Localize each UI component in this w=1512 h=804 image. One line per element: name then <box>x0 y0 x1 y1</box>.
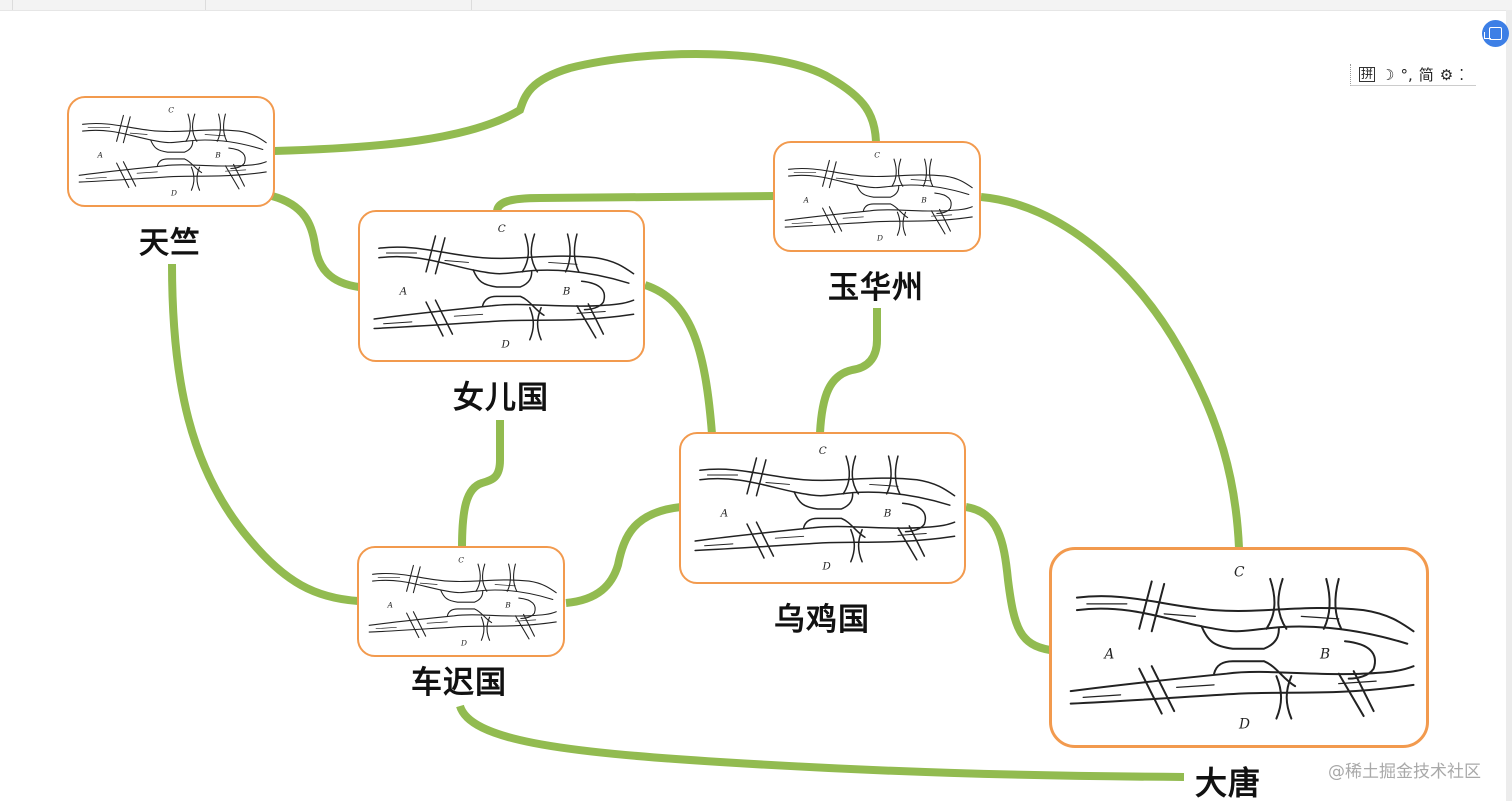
edge-nuerguo-checiguo <box>458 420 504 549</box>
seven-bridges-sketch <box>69 98 273 205</box>
seven-bridges-sketch <box>681 434 964 582</box>
node-label-tianzhu: 天竺 <box>139 226 201 261</box>
screen-capture-button[interactable] <box>1482 20 1509 47</box>
node-label-yuhuazhou: 玉华州 <box>828 270 924 306</box>
more-icon[interactable]: ⁚ <box>1459 65 1464 84</box>
tab-divider <box>12 0 13 10</box>
gear-icon[interactable]: ⚙ <box>1439 65 1454 84</box>
pinyin-icon[interactable]: 拼 <box>1359 67 1376 82</box>
moon-icon[interactable]: ☽ <box>1381 65 1395 84</box>
scrollbar-track[interactable] <box>1506 10 1512 801</box>
edge-wujiguo-checiguo <box>565 503 682 607</box>
node-label-datang: 大唐 <box>1194 764 1262 802</box>
seven-bridges-sketch <box>359 548 563 655</box>
node-label-wujiguo: 乌鸡国 <box>774 602 870 638</box>
tab-divider <box>205 0 206 10</box>
tab-divider <box>471 0 472 10</box>
screen-capture-icon <box>1484 27 1502 40</box>
edge-checiguo-datang <box>456 704 1185 781</box>
watermark: @稀土掘金技术社区 <box>1328 762 1481 782</box>
ime-toolbar: 拼 ☽ °, 简 ⚙ ⁚ <box>1350 64 1476 86</box>
seven-bridges-sketch <box>360 212 643 360</box>
node-tianzhu-image[interactable] <box>67 96 275 207</box>
edge-tianzhu-checiguo <box>168 263 359 605</box>
node-yuhuazhou-image[interactable] <box>773 141 981 252</box>
node-label-nuerguo: 女儿国 <box>453 380 549 416</box>
edge-nuerguo-yuhuazhou <box>493 192 776 213</box>
node-wujiguo-image[interactable] <box>679 432 966 584</box>
edge-tianzhu-yuhuazhou <box>273 50 880 155</box>
node-nuerguo-image[interactable] <box>358 210 645 362</box>
edge-nuerguo-wujiguo <box>643 281 716 435</box>
node-checiguo-image[interactable] <box>357 546 565 657</box>
node-datang-image[interactable] <box>1049 547 1429 748</box>
simplified-icon[interactable]: 简 <box>1418 66 1434 84</box>
edge-yuhuazhou-datang <box>980 193 1243 549</box>
edge-tianzhu-nuerguo <box>270 192 360 291</box>
punctuation-icon[interactable]: °, <box>1400 65 1413 84</box>
seven-bridges-sketch <box>775 143 979 250</box>
edge-yuhuazhou-wujiguo <box>816 308 881 434</box>
edge-wujiguo-datang <box>965 503 1051 654</box>
top-tab-bar <box>0 0 1512 11</box>
seven-bridges-sketch <box>1052 550 1426 745</box>
node-label-checiguo: 车迟国 <box>411 665 507 701</box>
